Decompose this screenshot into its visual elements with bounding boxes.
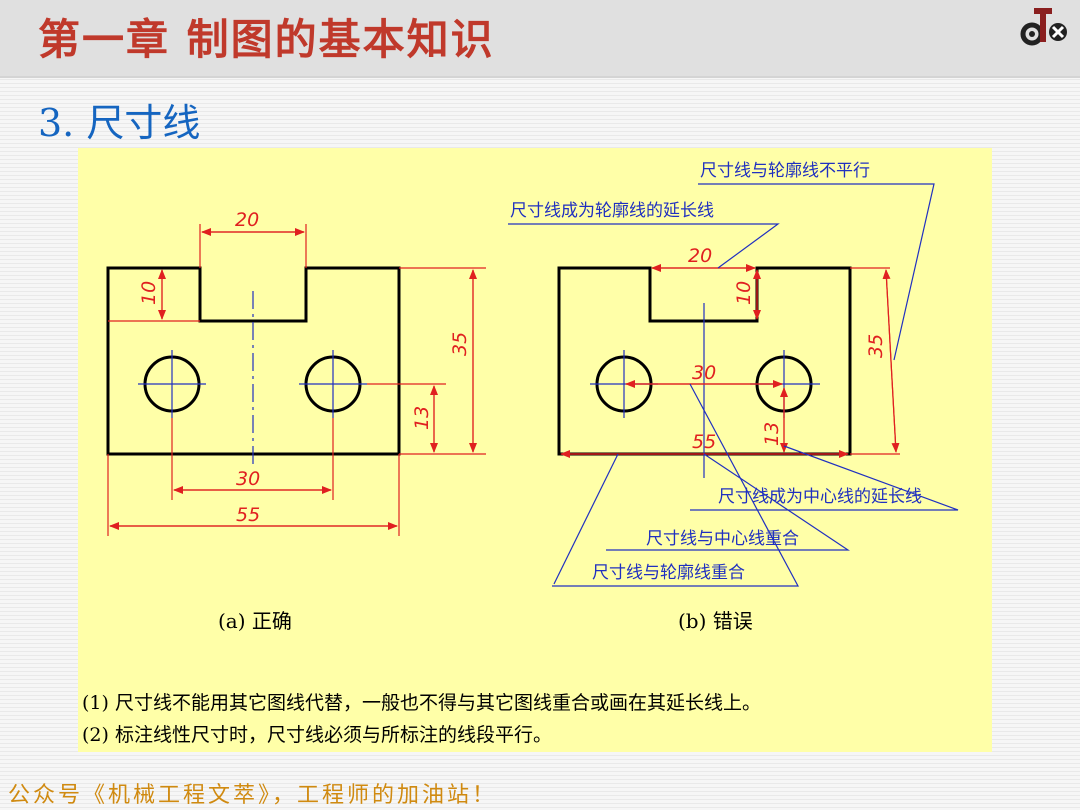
rule-1: (1) 尺寸线不能用其它图线代替，一般也不得与其它图线重合或画在其延长线上。	[82, 692, 761, 714]
center-lines-correct	[138, 291, 367, 468]
annotation-leaders	[508, 183, 959, 587]
drawing-wrong: 20 10 35 30 13 55 尺寸线与轮廓线不平行 尺寸线成为轮廓线的延长…	[508, 161, 959, 633]
dim-label-30-wrong: 30	[692, 362, 716, 384]
drawing-correct: 20 10 35 13 30 55 (a) 正确	[106, 209, 486, 633]
note-not-parallel: 尺寸线与轮廓线不平行	[700, 161, 870, 181]
dim-label-20-wrong: 20	[688, 245, 712, 267]
dim-label-35-wrong: 35	[865, 334, 887, 358]
dim-label-13-wrong: 13	[761, 422, 783, 446]
logo-icon	[1020, 8, 1067, 46]
dim-label-10-wrong: 10	[733, 281, 755, 305]
dim-label-55-wrong: 55	[692, 431, 716, 453]
figure-panel: 20 10 35 13 30 55 (a) 正确	[78, 148, 992, 752]
dim-label-10-correct: 10	[138, 281, 160, 305]
note-extension-of-center: 尺寸线成为中心线的延长线	[718, 487, 922, 507]
footer-text: 公众号《机械工程文萃》，工程师的加油站！	[8, 783, 498, 808]
dim-label-20-correct: 20	[235, 209, 259, 231]
dim-label-35-correct: 35	[449, 332, 471, 356]
title-bar: 第一章 制图的基本知识	[0, 0, 1080, 78]
caption-correct: (a) 正确	[218, 609, 292, 633]
note-extension-of-outline: 尺寸线成为轮廓线的延长线	[510, 201, 714, 221]
dim-label-30-correct: 30	[236, 468, 260, 490]
note-overlap-outline: 尺寸线与轮廓线重合	[592, 563, 745, 583]
section-subtitle: 3. 尺寸线	[38, 101, 201, 145]
page-title: 第一章 制图的基本知识	[38, 15, 495, 64]
dim-label-55-correct: 55	[236, 504, 260, 526]
caption-wrong: (b) 错误	[678, 609, 753, 633]
dim-label-13-correct: 13	[411, 406, 433, 430]
dimensions-correct	[107, 224, 486, 536]
note-overlap-center: 尺寸线与中心线重合	[646, 529, 799, 549]
rule-2: (2) 标注线性尺寸时，尺寸线必须与所标注的线段平行。	[82, 724, 552, 746]
dimension-diagram: 20 10 35 13 30 55 (a) 正确	[106, 161, 959, 633]
